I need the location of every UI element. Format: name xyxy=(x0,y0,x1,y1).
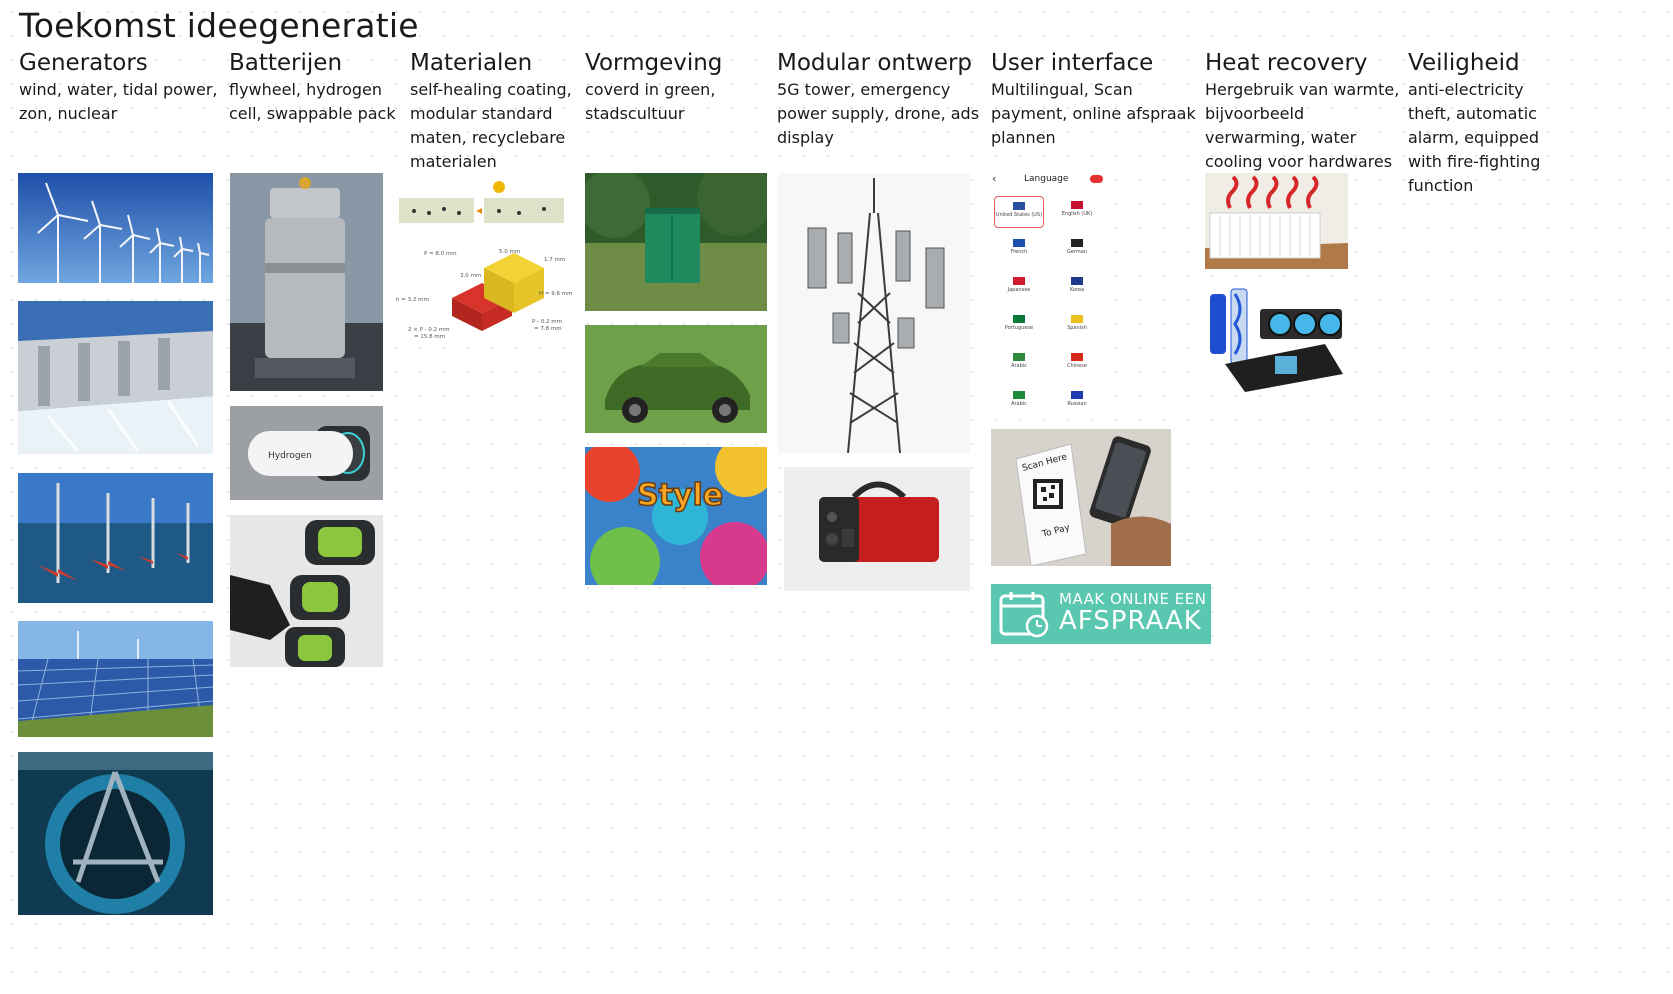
flag-icon xyxy=(1013,353,1025,361)
power-supply-image[interactable] xyxy=(784,467,970,591)
column-title: User interface xyxy=(991,50,1154,76)
board-title: Toekomst ideegeneratie xyxy=(19,6,419,45)
column-modular-ontwerp: Modular ontwerp 5G tower, emergency powe… xyxy=(777,48,982,150)
moss-car-image[interactable] xyxy=(585,325,767,433)
lego-label: 3.0 mm xyxy=(460,273,481,279)
flag-icon xyxy=(1071,239,1083,247)
flag-icon xyxy=(1013,239,1025,247)
language-option-label: Spanish xyxy=(1067,325,1087,331)
materials-diagram-image[interactable]: P = 8.0 mm 5.0 mm 1.7 mm 3.0 mm H = 9.6 … xyxy=(394,173,577,343)
language-option[interactable]: Chinese xyxy=(1052,348,1102,380)
language-option-label: Korea xyxy=(1069,287,1085,293)
tidal-turbines-image[interactable] xyxy=(18,473,213,603)
language-option[interactable]: Japanese xyxy=(994,272,1044,304)
language-option-label: Chinese xyxy=(1067,363,1087,369)
solar-farm-image[interactable] xyxy=(18,621,213,737)
back-chevron-icon[interactable]: ‹ xyxy=(992,172,997,185)
radiator-image[interactable] xyxy=(1205,173,1348,269)
column-description: Multilingual, Scan payment, online afspr… xyxy=(991,80,1196,147)
column-description: flywheel, hydrogen cell, swappable pack xyxy=(229,80,396,123)
swappable-pack-image[interactable] xyxy=(230,515,383,667)
flag-icon xyxy=(1071,391,1083,399)
nuclear-reactor-image[interactable] xyxy=(18,752,213,915)
language-option-label: United States (US) xyxy=(995,212,1043,218)
5g-tower-image[interactable] xyxy=(778,173,970,453)
language-option[interactable]: French xyxy=(994,234,1044,266)
language-screen-title: Language xyxy=(1024,174,1069,184)
flag-icon xyxy=(1071,277,1083,285)
column-title: Vormgeving xyxy=(585,50,723,76)
language-option-label: Portuguese xyxy=(1004,325,1034,331)
language-option-label: French xyxy=(1010,249,1028,255)
column-description: self-healing coating, modular standard m… xyxy=(410,80,572,171)
lego-label: P = 8.0 mm xyxy=(424,251,457,257)
language-option-label: English (UK) xyxy=(1061,211,1093,217)
language-option[interactable]: Korea xyxy=(1052,272,1102,304)
language-option-label: Arabic xyxy=(1011,363,1027,369)
language-option[interactable]: English (UK) xyxy=(1052,196,1102,228)
flag-icon xyxy=(1071,353,1083,361)
graffiti-word: Style xyxy=(637,478,723,513)
hydrogen-label: Hydrogen xyxy=(268,451,312,461)
graffiti-image[interactable]: Style xyxy=(585,447,767,585)
flag-icon xyxy=(1013,202,1025,210)
language-option-label: Japanese xyxy=(1007,287,1031,293)
language-option[interactable]: Russian xyxy=(1052,386,1102,418)
column-veiligheid: Veiligheid anti-electricity theft, autom… xyxy=(1408,48,1570,198)
column-title: Materialen xyxy=(410,50,533,76)
language-option-label: Russian xyxy=(1067,401,1087,407)
column-user-interface: User interface Multilingual, Scan paymen… xyxy=(991,48,1196,150)
banner-line1: MAAK ONLINE EEN xyxy=(1059,590,1207,608)
column-description: Hergebruik van warmte, bijvoorbeeld verw… xyxy=(1205,80,1400,171)
column-description: wind, water, tidal power, zon, nuclear xyxy=(19,80,218,123)
language-option[interactable]: Spanish xyxy=(1052,310,1102,342)
banner-line2: AFSPRAAK xyxy=(1059,606,1202,636)
column-vormgeving: Vormgeving coverd in green, stadscultuur xyxy=(585,48,770,126)
flag-icon xyxy=(1013,391,1025,399)
lego-label: 5.0 mm xyxy=(499,249,520,255)
afspraak-banner[interactable]: MAAK ONLINE EEN AFSPRAAK xyxy=(991,584,1211,644)
column-generators: Generators wind, water, tidal power, zon… xyxy=(19,48,219,126)
column-description: anti-electricity theft, automatic alarm,… xyxy=(1408,80,1541,195)
lego-label: h = 3.2 mm xyxy=(396,297,429,303)
language-option-label: Arabic xyxy=(1011,401,1027,407)
lego-label: P - 0.2 mm xyxy=(532,319,562,325)
hydro-dam-image[interactable] xyxy=(18,301,213,454)
language-option-label: German xyxy=(1066,249,1088,255)
column-title: Veiligheid xyxy=(1408,50,1520,76)
wind-turbines-image[interactable] xyxy=(18,173,213,283)
flag-icon xyxy=(1071,201,1083,209)
toggle-icon[interactable] xyxy=(1090,175,1103,183)
water-cooling-image[interactable] xyxy=(1205,284,1348,392)
lego-label: 2 × P - 0.2 mm xyxy=(408,327,450,333)
scan-to-pay-image[interactable]: Scan Here To Pay xyxy=(991,429,1171,566)
language-option[interactable]: Arabic xyxy=(994,348,1044,380)
lego-label: 1.7 mm xyxy=(544,257,565,263)
flywheel-image[interactable] xyxy=(230,173,383,391)
language-option[interactable]: German xyxy=(1052,234,1102,266)
language-select-screen[interactable]: ‹ Language United States (US) English (UK… xyxy=(986,168,1110,420)
green-cabinet-image[interactable] xyxy=(585,173,767,311)
column-materialen: Materialen self-healing coating, modular… xyxy=(410,48,580,174)
language-option[interactable]: Arabic xyxy=(994,386,1044,418)
column-description: coverd in green, stadscultuur xyxy=(585,80,716,123)
lego-label: H = 9.6 mm xyxy=(539,291,572,297)
column-title: Generators xyxy=(19,50,148,76)
flag-icon xyxy=(1013,277,1025,285)
column-title: Modular ontwerp xyxy=(777,50,973,76)
column-description: 5G tower, emergency power supply, drone,… xyxy=(777,80,980,147)
flag-icon xyxy=(1013,315,1025,323)
hydrogen-cell-image[interactable]: Hydrogen xyxy=(230,406,383,500)
language-option[interactable]: United States (US) xyxy=(994,196,1044,228)
flag-icon xyxy=(1071,315,1083,323)
language-option[interactable]: Portuguese xyxy=(994,310,1044,342)
lego-label: = 7.8 mm xyxy=(534,326,562,332)
column-batterijen: Batterijen flywheel, hydrogen cell, swap… xyxy=(229,48,399,126)
column-title: Batterijen xyxy=(229,50,343,76)
column-title: Heat recovery xyxy=(1205,50,1368,76)
lego-label: = 15.8 mm xyxy=(414,334,445,340)
column-heat-recovery: Heat recovery Hergebruik van warmte, bij… xyxy=(1205,48,1405,174)
